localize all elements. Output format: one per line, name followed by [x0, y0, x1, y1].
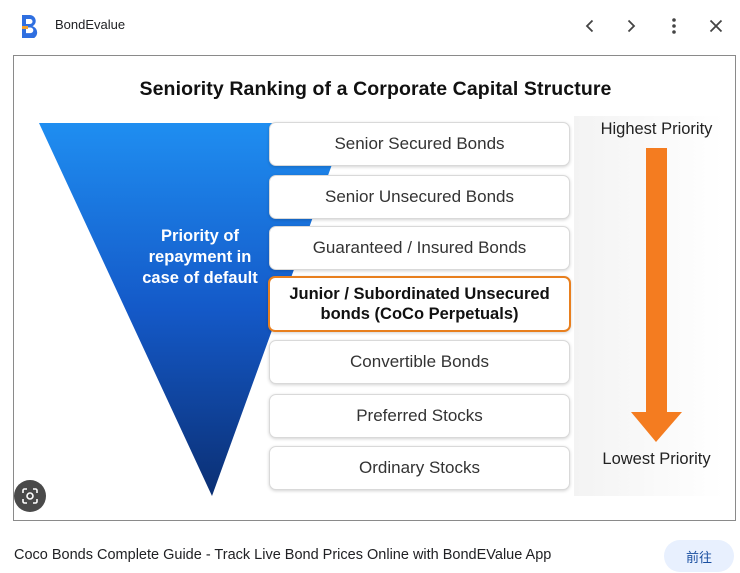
priority-arrow-head — [631, 412, 682, 442]
image-caption-link[interactable]: Coco Bonds Complete Guide - Track Live B… — [14, 547, 552, 563]
highest-priority-label: Highest Priority — [600, 120, 713, 138]
previous-button[interactable] — [576, 12, 604, 40]
lowest-priority-label: Lowest Priority — [602, 450, 711, 468]
bond-box-guaranteed-insured: Guaranteed / Insured Bonds — [269, 226, 570, 270]
lens-search-button[interactable] — [14, 480, 46, 512]
next-button[interactable] — [617, 12, 645, 40]
more-options-button[interactable] — [660, 12, 688, 40]
visit-button[interactable]: 前往 — [664, 540, 734, 572]
priority-arrow-shaft — [646, 148, 667, 414]
lens-search-icon — [22, 488, 38, 504]
bond-box-senior-secured: Senior Secured Bonds — [269, 122, 570, 166]
bondevalue-logo-icon — [17, 12, 41, 38]
triangle-label: Priority of repayment in case of default — [142, 227, 258, 287]
close-icon — [709, 19, 723, 33]
viewer-header: BondEvalue — [0, 0, 740, 52]
infographic-image: Seniority Ranking of a Corporate Capital… — [13, 55, 736, 521]
app-name: BondEvalue — [55, 17, 126, 32]
bond-box-ordinary-stocks: Ordinary Stocks — [269, 446, 570, 490]
bond-box-convertible: Convertible Bonds — [269, 340, 570, 384]
close-button[interactable] — [702, 12, 730, 40]
infographic-title: Seniority Ranking of a Corporate Capital… — [139, 78, 612, 100]
more-vertical-icon — [672, 18, 676, 34]
chevron-left-icon — [585, 19, 594, 33]
bond-box-junior-subordinated: Junior / Subordinated Unsecured bonds (C… — [268, 276, 571, 332]
bond-box-preferred-stocks: Preferred Stocks — [269, 394, 570, 438]
bond-box-senior-unsecured: Senior Unsecured Bonds — [269, 175, 570, 219]
chevron-right-icon — [627, 19, 636, 33]
